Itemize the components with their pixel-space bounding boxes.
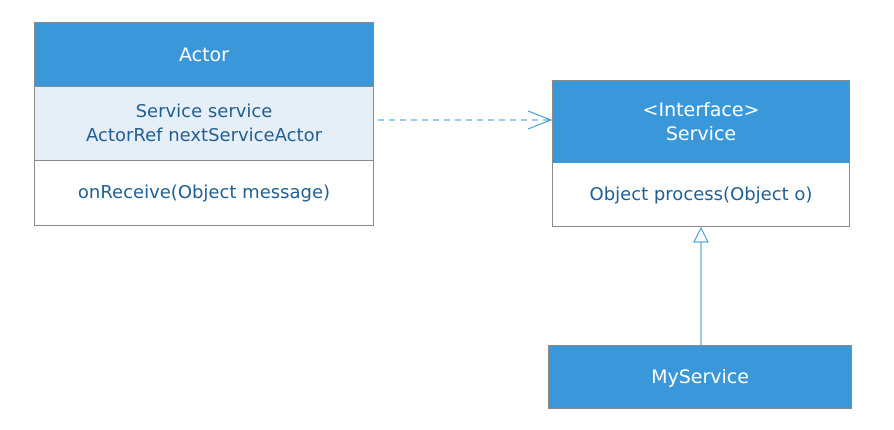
class-box-actor: Actor Service service ActorRef nextServi… <box>34 22 374 226</box>
class-name-service: Service <box>665 123 737 145</box>
class-header-service: <Interface> Service <box>553 81 849 163</box>
class-box-service: <Interface> Service Object process(Objec… <box>552 80 850 227</box>
class-name-myservice: MyService <box>651 366 749 388</box>
class-box-myservice: MyService <box>548 345 852 409</box>
dependency-arrowhead <box>527 110 553 130</box>
operation-process: Object process(Object o) <box>589 183 813 205</box>
operations-section-service: Object process(Object o) <box>553 163 849 226</box>
operations-section-actor: onReceive(Object message) <box>35 161 373 225</box>
dependency-arrow-actor-to-service <box>378 110 553 130</box>
class-header-actor: Actor <box>35 23 373 86</box>
stereotype-interface: <Interface> <box>642 99 760 121</box>
attribute-service: Service service <box>135 100 273 122</box>
attributes-section-actor: Service service ActorRef nextServiceActo… <box>35 86 373 161</box>
class-header-myservice: MyService <box>549 346 851 408</box>
operation-on-receive: onReceive(Object message) <box>77 182 331 203</box>
realization-triangle <box>693 226 709 243</box>
attribute-next-service-actor: ActorRef nextServiceActor <box>86 124 322 146</box>
class-name-actor: Actor <box>179 43 229 66</box>
realization-arrow-myservice-to-service <box>693 226 709 345</box>
